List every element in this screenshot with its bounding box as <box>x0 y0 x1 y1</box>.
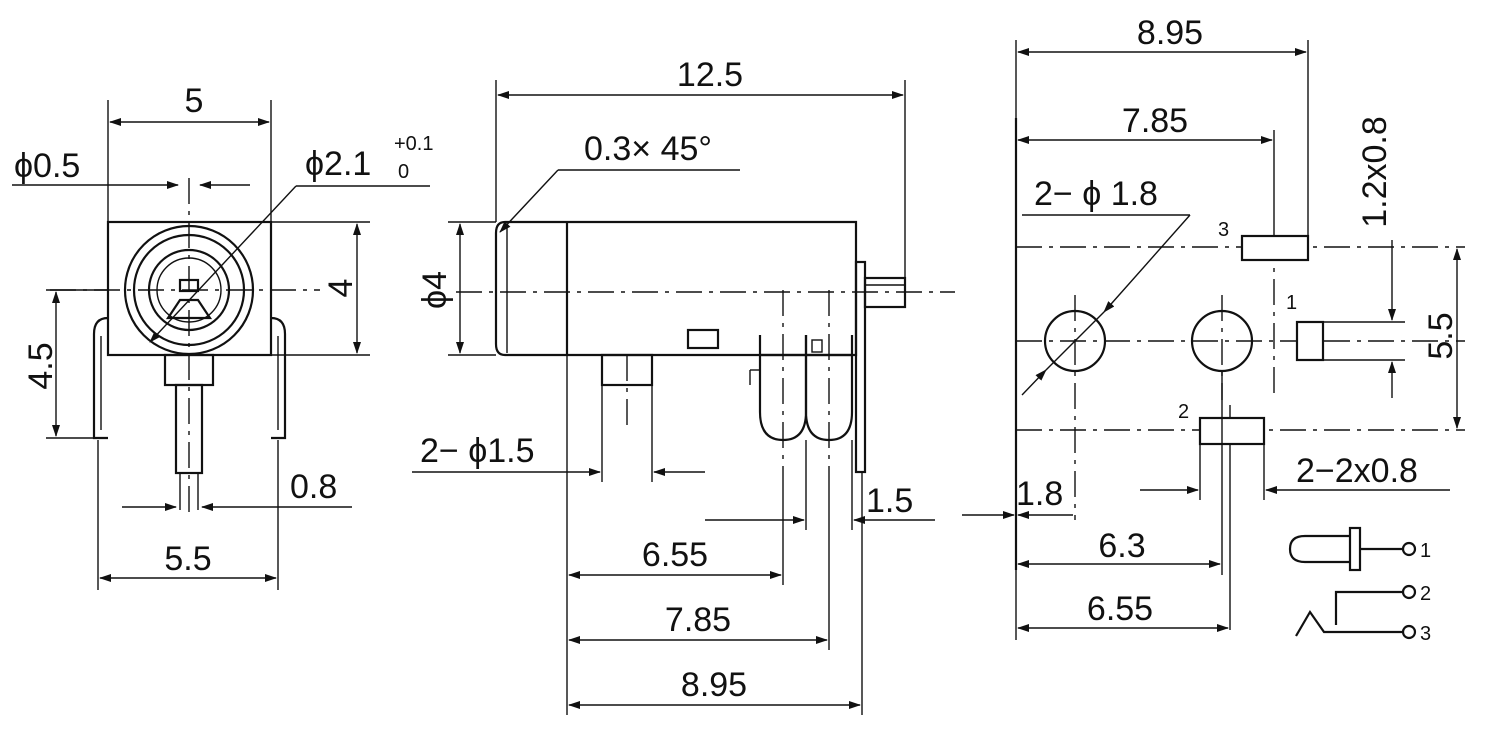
side-view: 12.5 0.3× 45° ϕ4 2− ϕ1.5 1.5 6.55 7.85 <box>412 56 955 715</box>
side-dim-785-label: 7.85 <box>665 601 731 639</box>
jack-schematic-symbol: 1 2 3 <box>1288 526 1431 645</box>
front-bore-tol-lower: 0 <box>398 161 409 183</box>
side-chamfer-label: 0.3× 45° <box>584 130 712 168</box>
footprint-view: 3 1 2 8.95 7.85 2− ϕ 1.8 1.2x0.8 5.5 2−2… <box>962 14 1465 640</box>
fp-edge-offset-label: 1.8 <box>1016 475 1063 513</box>
fp-hole-spacing-label: 6.3 <box>1098 527 1145 565</box>
pad-label-2: 2 <box>1178 401 1189 423</box>
side-peg-dia-label: 2− ϕ1.5 <box>420 432 535 470</box>
side-dim-655-label: 6.55 <box>642 536 708 574</box>
pad-2 <box>1198 416 1266 446</box>
front-pin-height-label: 4.5 <box>22 342 60 389</box>
pad-label-1: 1 <box>1286 292 1297 314</box>
fp-pad-size-v-label: 1.2x0.8 <box>1356 116 1394 228</box>
front-width-label: 5 <box>185 82 204 120</box>
fp-pad-spacing-label: 5.5 <box>1422 312 1460 359</box>
side-tab-width-label: 1.5 <box>866 482 913 520</box>
side-barrel-dia-label: ϕ4 <box>416 271 454 309</box>
side-dim-895-label: 8.95 <box>681 666 747 704</box>
schematic-pin2-label: 2 <box>1420 583 1431 605</box>
fp-hole-dia-label: 2− ϕ 1.8 <box>1034 175 1158 213</box>
pad-label-3: 3 <box>1218 219 1229 241</box>
fp-to-pin2-label: 6.55 <box>1087 590 1153 628</box>
fp-overall-label: 8.95 <box>1137 14 1203 52</box>
front-height-label: 4 <box>322 279 360 298</box>
front-pin-width-label: 0.8 <box>290 468 337 506</box>
front-bore-dia-label: ϕ2.1 <box>305 145 371 183</box>
schematic-pin1-label: 1 <box>1420 540 1431 562</box>
schematic-pin3-label: 3 <box>1420 623 1431 645</box>
side-length-label: 12.5 <box>677 56 743 94</box>
front-pin-dia-label: ϕ0.5 <box>14 147 80 185</box>
fp-to-pin3-label: 7.85 <box>1122 102 1188 140</box>
pad-1 <box>1295 320 1325 362</box>
front-view: 5 ϕ0.5 ϕ2.1 +0.1 0 4 4.5 0.8 5.5 <box>12 82 433 590</box>
fp-pad-size-h-label: 2−2x0.8 <box>1296 452 1418 490</box>
front-bore-tol-upper: +0.1 <box>394 133 433 155</box>
front-pin-spacing-label: 5.5 <box>164 540 211 578</box>
pad-3 <box>1240 234 1310 262</box>
